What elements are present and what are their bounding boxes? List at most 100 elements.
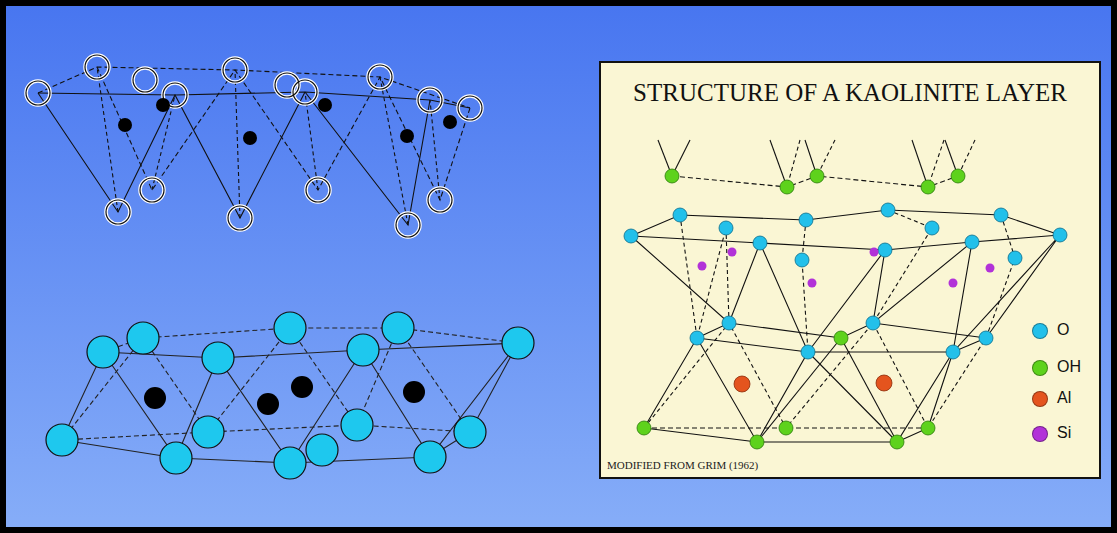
- legend-entry: OH: [1032, 357, 1081, 377]
- silicon-dot: [118, 118, 132, 132]
- oxygen-ring: [293, 80, 317, 104]
- oxygen-outline: [223, 58, 247, 82]
- silicon-atom: [808, 279, 817, 288]
- tetrahedral-sheet: [305, 92, 430, 225]
- aluminium-atom: [734, 376, 750, 392]
- silicon-dot: [400, 129, 414, 143]
- oxygen-atom: [1053, 228, 1067, 242]
- oxygen-ring: [368, 65, 392, 89]
- oxygen-outline: [458, 96, 482, 120]
- aluminium-dot: [257, 393, 279, 415]
- tetrahedral-sheet: [430, 100, 440, 200]
- silicon-dot: [118, 98, 457, 145]
- hydroxyl-atom: [951, 169, 965, 183]
- oxygen-atom: [274, 312, 306, 344]
- oxygen-outline: [368, 65, 392, 89]
- oxygen-atom: [624, 203, 1067, 359]
- legend-text: Al: [1057, 388, 1071, 408]
- oxygen-atom: [46, 424, 78, 456]
- hydroxyl-atom: [810, 169, 824, 183]
- oxygen-ring: [428, 188, 452, 212]
- oxygen-atom: [306, 434, 338, 466]
- hydroxyl-atom: [779, 421, 793, 435]
- aluminium-dot: [144, 376, 425, 415]
- oxygen-ring: [228, 206, 252, 230]
- oxygen-outline: [228, 206, 252, 230]
- oxygen-atom: [979, 331, 993, 345]
- hydroxyl-atom: [834, 331, 848, 345]
- oxygen-atom: [925, 221, 939, 235]
- octahedral-sheet: [143, 328, 470, 432]
- silicon-atom: [698, 262, 707, 271]
- hydroxyl-atom: [637, 169, 965, 449]
- oxygen-atom: [502, 327, 534, 359]
- oxygen-ring: [85, 55, 109, 79]
- kaolinite-structure: [873, 210, 932, 323]
- oxygen-atom: [673, 208, 687, 222]
- oxygen-atom: [690, 331, 704, 345]
- hydroxyl-atom: [750, 435, 764, 449]
- oxygen-atom: [127, 322, 159, 354]
- oxygen-atom: [414, 441, 446, 473]
- octahedral-sheet: [103, 343, 518, 358]
- oxygen-ring: [458, 96, 482, 120]
- silicon-atom: [949, 279, 958, 288]
- octahedral-sheet: [103, 328, 518, 352]
- oxygen-atom: [160, 442, 192, 474]
- legend-swatch: [1032, 323, 1048, 339]
- oxygen-ring: [106, 200, 130, 224]
- hydroxyl-atom: [890, 435, 904, 449]
- kaolinite-structure: [757, 338, 841, 442]
- oxygen-outline: [106, 200, 130, 224]
- oxygen-atom: [341, 409, 373, 441]
- tetrahedral-sheet: [235, 70, 240, 218]
- tetrahedral-sheet: [38, 67, 470, 108]
- aluminium-dot: [403, 381, 425, 403]
- oxygen-atom: [946, 345, 960, 359]
- tetrahedral-sheet: [38, 92, 305, 218]
- legend-entry: Si: [1032, 423, 1071, 443]
- oxygen-atom: [881, 203, 895, 217]
- legend-text: O: [1057, 320, 1069, 340]
- legend-text: Si: [1057, 423, 1071, 443]
- oxygen-ring: [140, 178, 164, 202]
- kaolinite-structure: [928, 140, 944, 187]
- legend-swatch: [1032, 391, 1048, 407]
- oxygen-atom: [192, 416, 224, 448]
- legend-entry: O: [1032, 320, 1069, 340]
- oxygen-outline: [26, 81, 50, 105]
- oxygen-atom: [454, 416, 486, 448]
- oxygen-atom: [347, 334, 379, 366]
- kaolinite-structure: [770, 140, 787, 187]
- hydroxyl-atom: [665, 169, 679, 183]
- oxygen-outline: [396, 213, 420, 237]
- oxygen-atom: [624, 229, 638, 243]
- oxygen-outline: [26, 55, 482, 237]
- source-note: MODIFIED FROM GRIM (1962): [607, 459, 758, 472]
- oxygen-atom: [46, 312, 534, 479]
- silicon-dot: [318, 98, 332, 112]
- oxygen-outline: [85, 55, 109, 79]
- oxygen-outline: [140, 178, 164, 202]
- kaolinite-structure: [631, 235, 1060, 250]
- oxygen-atom: [719, 221, 733, 235]
- oxygen-outline: [428, 188, 452, 212]
- oxygen-atom: [795, 253, 809, 267]
- oxygen-atom: [878, 243, 892, 257]
- oxygen-ring: [418, 88, 442, 112]
- silicon-dot: [156, 98, 170, 112]
- aluminium-atom: [876, 375, 892, 391]
- octahedral-sheet: [62, 432, 470, 463]
- oxygen-atom: [202, 342, 234, 374]
- kaolinite-structure: [841, 338, 897, 442]
- silicon-dot: [243, 131, 257, 145]
- silicon-atom: [698, 248, 995, 288]
- hydroxyl-atom: [921, 421, 935, 435]
- legend-entry: Al: [1032, 388, 1071, 408]
- silicon-dot: [443, 115, 457, 129]
- hydroxyl-atom: [780, 180, 794, 194]
- panel: [600, 62, 1100, 478]
- tetrahedral-sheet: [97, 67, 118, 212]
